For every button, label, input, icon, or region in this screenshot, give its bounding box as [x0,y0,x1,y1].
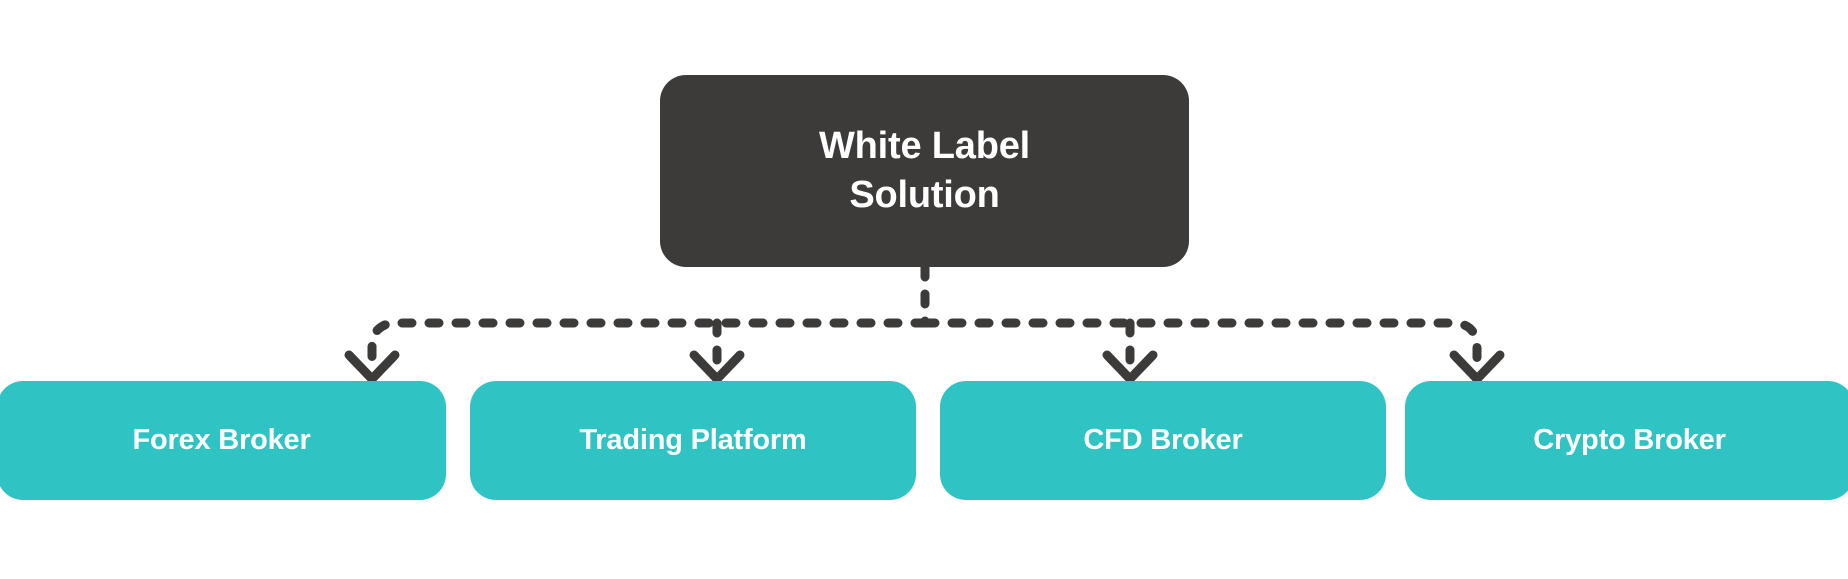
connector-bus-right [920,318,1482,377]
leaf-node-label: Forex Broker [132,423,311,456]
leaf-node-label: CFD Broker [1083,423,1243,456]
root-node-label: White Label Solution [818,125,1031,216]
leaf-node-label: Trading Platform [579,423,807,456]
connector-bus-left [367,318,930,377]
arrowhead-icon-3 [1102,350,1158,384]
leaf-node-label: Crypto Broker [1533,423,1726,456]
arrowhead-icon-2 [689,350,745,384]
root-node-white-label-solution[interactable]: White Label Solution [660,75,1189,267]
leaf-node-crypto-broker[interactable]: Crypto Broker [1405,381,1848,500]
arrowhead-icon-4 [1449,350,1505,384]
leaf-node-trading-platform[interactable]: Trading Platform [470,381,916,500]
leaf-node-cfd-broker[interactable]: CFD Broker [940,381,1386,500]
leaf-node-forex-broker[interactable]: Forex Broker [0,381,446,500]
arrowhead-icon-1 [344,350,400,384]
